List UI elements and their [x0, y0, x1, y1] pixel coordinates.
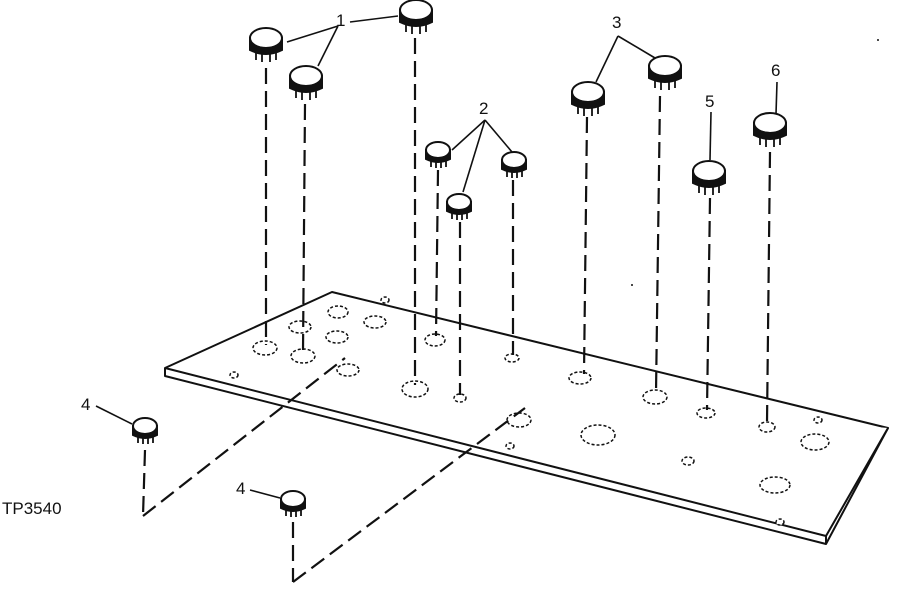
figure-id: TP3540 — [2, 499, 62, 518]
callout-6: 6 — [771, 61, 780, 80]
mounting-plate — [164, 291, 889, 545]
callout-4-upper: 4 — [81, 395, 90, 414]
callout-4-lower: 4 — [236, 479, 245, 498]
callout-1: 1 — [336, 11, 345, 30]
assembly-lines — [141, 38, 772, 583]
leader-lines — [95, 15, 778, 499]
plug-item-2a — [425, 141, 451, 169]
plate-holes — [229, 296, 830, 526]
plug-item-1a — [249, 27, 283, 63]
plug-item-2c — [501, 151, 527, 179]
plug-item-3b — [648, 55, 682, 91]
plug-item-4a — [132, 417, 158, 445]
callout-3: 3 — [612, 13, 621, 32]
plug-item-1c — [399, 0, 433, 35]
plug-item-5 — [692, 160, 726, 196]
plug-item-3a — [571, 81, 605, 117]
callout-5: 5 — [705, 92, 714, 111]
plug-item-1b — [289, 65, 323, 101]
plug-item-6 — [753, 112, 787, 148]
plug-item-4b — [280, 490, 306, 518]
callout-2: 2 — [479, 99, 488, 118]
plug-item-2b — [446, 193, 472, 221]
